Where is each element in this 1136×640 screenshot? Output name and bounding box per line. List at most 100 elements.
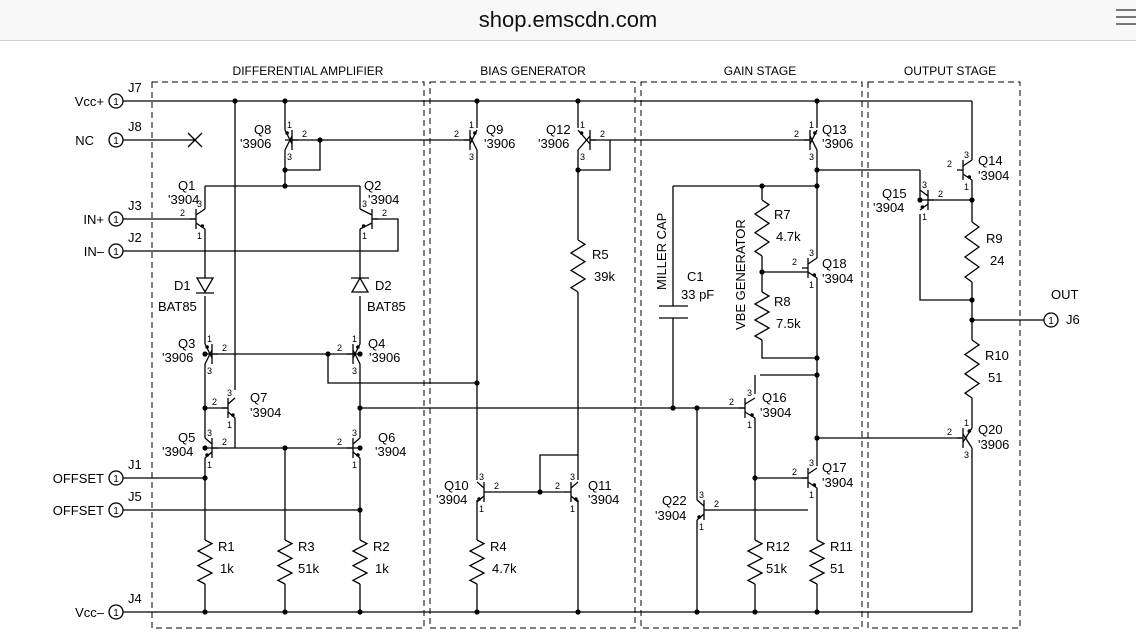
pin-number: 1	[227, 420, 232, 430]
q7-part: '3904	[250, 405, 281, 420]
pin-nc	[108, 132, 124, 148]
junction-dot	[474, 98, 480, 104]
pin-number: 3	[699, 490, 704, 500]
q17-part: '3904	[822, 475, 853, 490]
pin-number: 3	[227, 388, 232, 398]
q10-symbol: 231	[476, 472, 499, 514]
vbe-generator-label: VBE GENERATOR	[733, 219, 748, 330]
r4-name: R4	[490, 539, 507, 554]
label-j7: J7	[128, 80, 142, 95]
junction-dot	[969, 197, 975, 203]
pin-in-plus	[108, 211, 124, 227]
junction-dot	[232, 98, 238, 104]
r10-symbol	[963, 339, 981, 399]
section-output-stage-box	[867, 81, 1021, 629]
pin-number: 2	[947, 159, 952, 169]
pin-number: 1	[287, 120, 292, 130]
junction-dot	[694, 609, 700, 615]
junction-dot	[537, 489, 543, 495]
junction-dot	[357, 405, 363, 411]
junction-dot	[814, 183, 820, 189]
pin-number: 3	[352, 428, 357, 438]
q2-part: '3904	[368, 192, 399, 207]
pin-number: 3	[570, 472, 575, 482]
pin-number: 3	[922, 180, 927, 190]
d2-part: BAT85	[367, 299, 406, 314]
r2-name: R2	[373, 539, 390, 554]
resistor-symbols	[196, 199, 981, 585]
pin-number: 1	[113, 136, 119, 147]
r10-value: 51	[988, 370, 1002, 385]
q10-part: '3904	[436, 492, 467, 507]
pin-number: 2	[302, 129, 307, 139]
junction-dot	[969, 297, 975, 303]
q20-symbol: 213	[947, 418, 973, 460]
junction-dot	[202, 445, 208, 451]
r9-value: 24	[990, 253, 1004, 268]
resistor-labels: R1 1k R3 51k R2 1k R4 4.7k R5 39k R7 4.7…	[218, 207, 1009, 576]
q11-symbol: 23 1	[555, 472, 579, 514]
pin-number: 3	[809, 152, 814, 162]
section-gain-stage-box	[640, 81, 863, 629]
junction-dot	[357, 445, 363, 451]
junction-dot	[759, 183, 765, 189]
q1-name: Q1	[178, 178, 195, 193]
pin-number: 3	[352, 366, 357, 376]
junction-dot	[814, 435, 820, 441]
pin-number: 3	[964, 450, 969, 460]
label-j8: J8	[128, 119, 142, 134]
junction-dot	[282, 98, 288, 104]
r7-symbol	[753, 199, 771, 257]
pin-number: 1	[580, 120, 585, 130]
q3-part: '3906	[162, 350, 193, 365]
r1-value: 1k	[220, 561, 234, 576]
c1-name: C1	[687, 269, 704, 284]
q16-symbol: 231	[729, 388, 756, 430]
url-text: shop.emscdn.com	[478, 7, 658, 32]
label-j3: J3	[128, 198, 142, 213]
pin-number: 2	[555, 481, 560, 491]
q1-part: '3904	[168, 192, 199, 207]
pin-number: 1	[479, 504, 484, 514]
label-offset-j5: OFFSET	[53, 503, 104, 518]
pin-number: 3	[287, 152, 292, 162]
junction-dots	[202, 98, 975, 615]
junction-dot	[814, 355, 820, 361]
q17-name: Q17	[822, 460, 847, 475]
pin-number: 3	[362, 199, 367, 209]
junction-dot	[969, 317, 975, 323]
junction-dot	[202, 475, 208, 481]
miller-cap-label: MILLER CAP	[654, 213, 669, 290]
capacitor-c1	[659, 305, 688, 319]
q11-name: Q11	[588, 478, 612, 493]
pin-in-minus	[108, 243, 124, 259]
pin-number: 3	[809, 248, 814, 258]
q15-symbol: 231	[919, 180, 943, 222]
section-title-gain-stage: GAIN STAGE	[724, 64, 796, 78]
q2-name: Q2	[364, 178, 381, 193]
r4-value: 4.7k	[492, 561, 517, 576]
pin-number: 1	[113, 608, 119, 619]
junction-dot	[317, 137, 323, 143]
diode-d2	[350, 276, 370, 293]
pin-number: 1	[922, 212, 927, 222]
label-vcc-minus: Vcc–	[75, 605, 105, 620]
r10-name: R10	[985, 348, 1009, 363]
r5-value: 39k	[594, 269, 615, 284]
pin-number: 1	[809, 120, 814, 130]
r12-symbol	[746, 539, 764, 585]
browser-address-bar[interactable]: shop.emscdn.com	[0, 0, 1136, 41]
q5-part: '3904	[162, 444, 193, 459]
junction-dot	[202, 351, 208, 357]
q8-part: '3906	[240, 136, 271, 151]
pin-number: 1	[113, 97, 119, 108]
menu-icon[interactable]	[1116, 9, 1136, 30]
junction-dot	[282, 183, 288, 189]
r8-symbol	[753, 291, 771, 341]
pin-out	[1043, 312, 1059, 328]
pin-number: 1	[570, 504, 575, 514]
junction-dot	[202, 609, 208, 615]
pin-number: 3	[809, 458, 814, 468]
q12-symbol: 213	[577, 120, 605, 162]
q7-name: Q7	[250, 390, 267, 405]
